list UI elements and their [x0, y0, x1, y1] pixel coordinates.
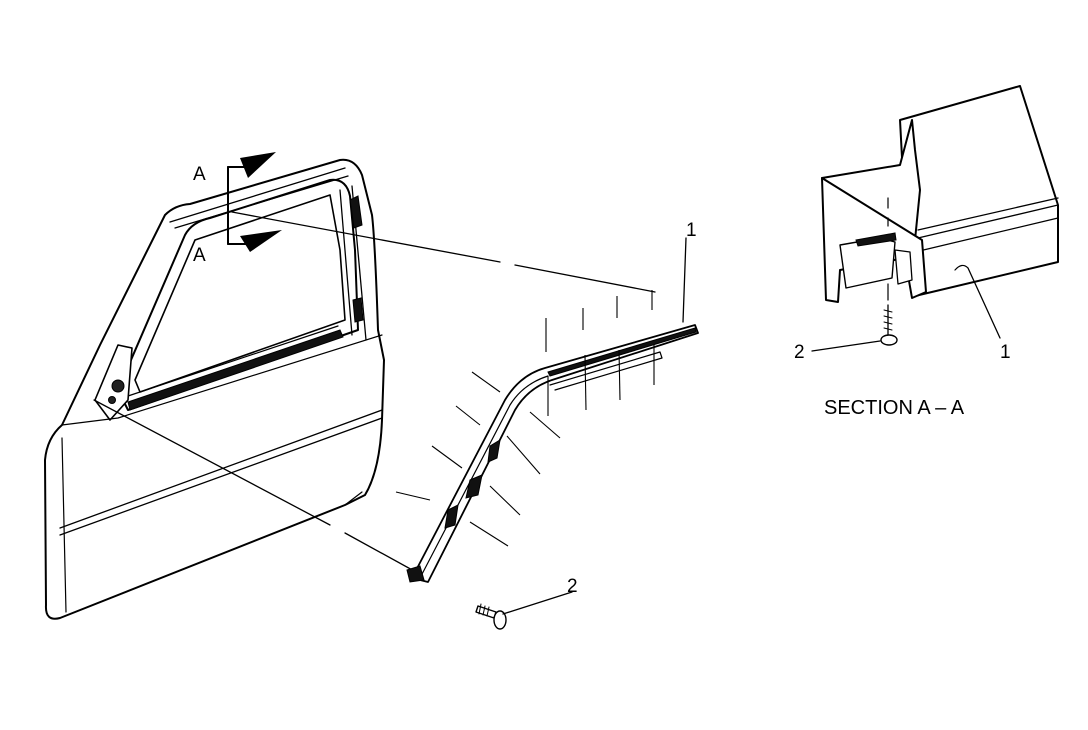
section-view: 2 1 SECTION A – A	[794, 85, 1059, 419]
section-caption: SECTION A – A	[824, 397, 965, 419]
callout-1-main: 1	[686, 220, 697, 241]
screw-icon	[475, 591, 573, 630]
callout-2-main: 2	[567, 576, 578, 597]
door-illustration	[44, 158, 385, 620]
section-cut-marker: A A	[193, 152, 282, 266]
section-letter-bottom: A	[193, 245, 206, 266]
callout-1-section: 1	[1000, 342, 1011, 363]
arrow-icon	[240, 230, 282, 252]
callout-2-section: 2	[794, 342, 805, 363]
alignment-lines	[395, 290, 655, 547]
arrow-icon	[240, 152, 276, 178]
section-letter-top: A	[193, 164, 206, 185]
